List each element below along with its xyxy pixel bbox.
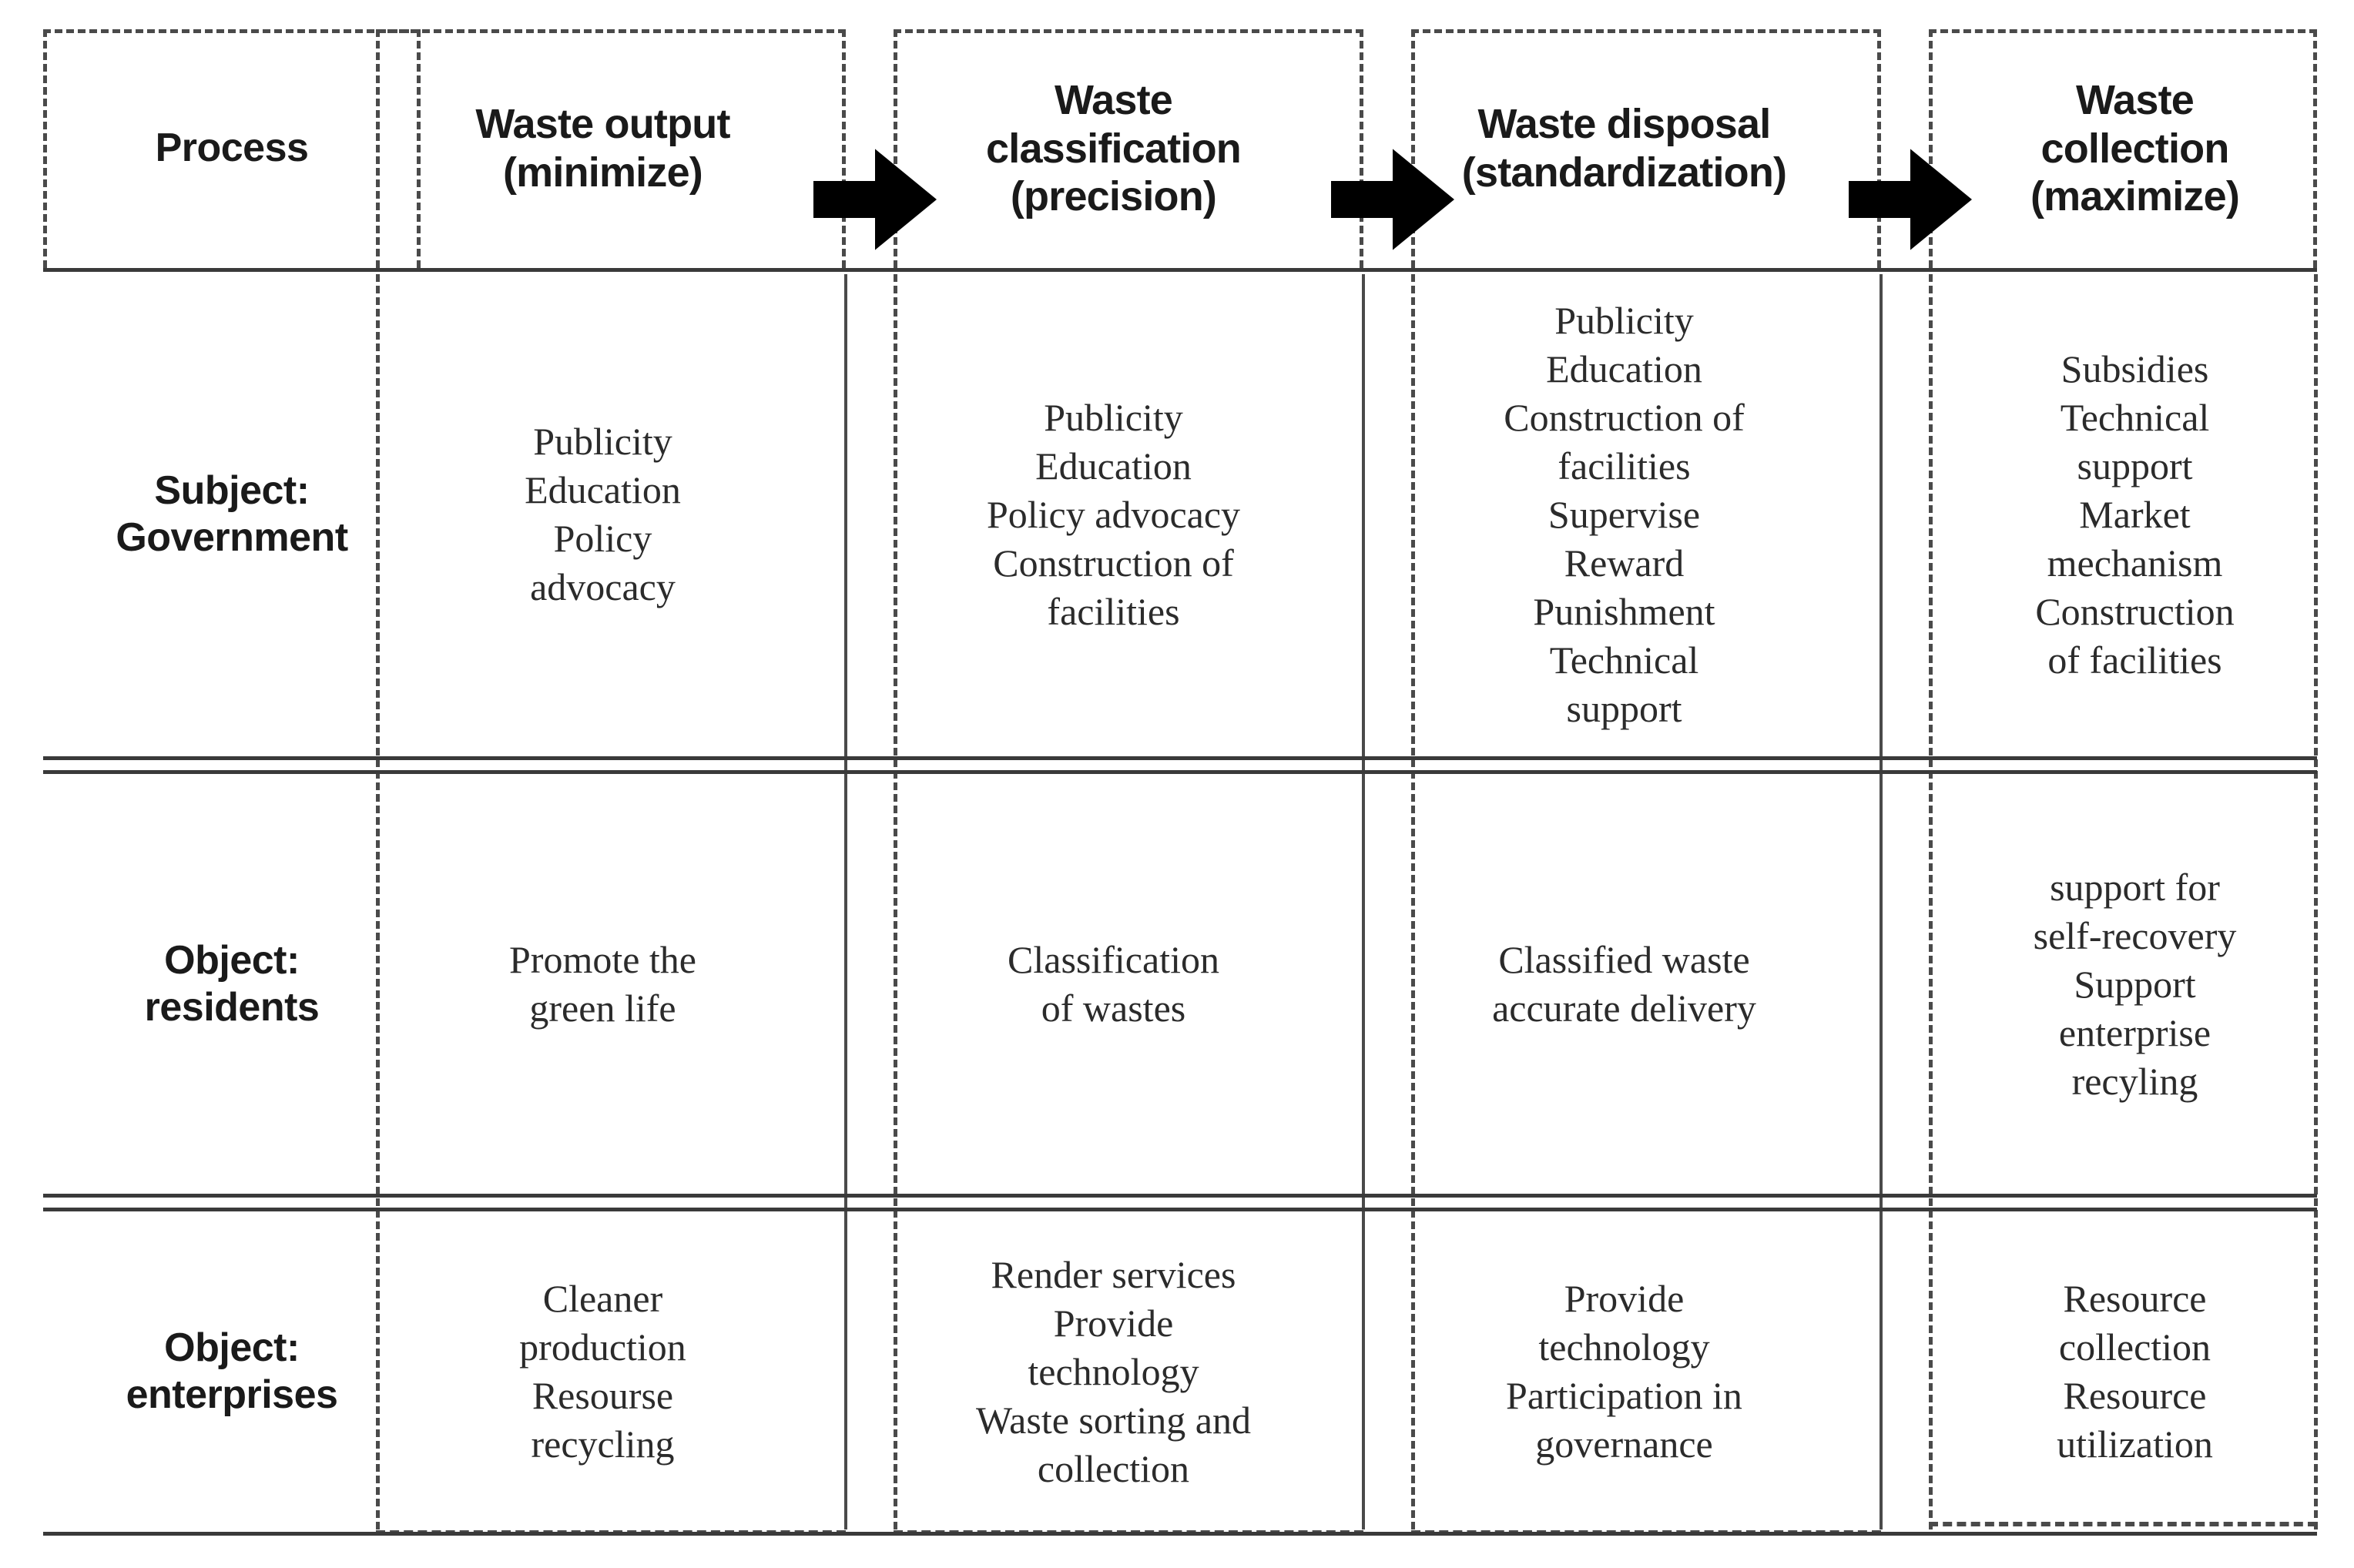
rule-above-enterprises: [43, 1208, 2317, 1211]
header-row: Process Waste output (minimize) Waste cl…: [43, 29, 2317, 268]
cell-text: Publicity Education Construction of faci…: [1504, 298, 1745, 730]
cell-text: Cleaner production Resourse recycling: [519, 1277, 686, 1466]
cell-enterprises-stage-1: Cleaner production Resourse recycling: [421, 1208, 785, 1536]
stage-title-4: Waste collection (maximize): [2030, 77, 2240, 220]
stage-title-3: Waste disposal (standardization): [1461, 101, 1787, 196]
cell-text: Publicity Education Policy advocacy Cons…: [986, 395, 1241, 633]
cell-text: Classified waste accurate delivery: [1492, 938, 1756, 1030]
header-cell-process: Process: [43, 29, 421, 268]
spacer: [785, 268, 931, 761]
arrow-slot-2: [1296, 29, 1442, 268]
row-label-text: Object: residents: [144, 937, 320, 1030]
cell-text: Provide technology Participation in gove…: [1506, 1277, 1742, 1466]
header-cell-stage-3: Waste disposal (standardization): [1442, 29, 1806, 268]
rule-below-header: [43, 268, 2317, 272]
rule-above-residents: [43, 770, 2317, 774]
cell-residents-stage-3: Classified waste accurate delivery: [1442, 761, 1806, 1208]
row-label-text: Subject: Government: [116, 467, 348, 560]
cell-text: Render services Provide technology Waste…: [975, 1252, 1251, 1490]
cell-government-stage-1: Publicity Education Policy advocacy: [421, 268, 785, 761]
cell-text: Publicity Education Policy advocacy: [525, 420, 681, 608]
row-label-enterprises: Object: enterprises: [43, 1208, 421, 1536]
spacer: [1296, 1208, 1442, 1536]
stage-title-1: Waste output (minimize): [475, 101, 730, 196]
cell-residents-stage-1: Promote the green life: [421, 761, 785, 1208]
cell-enterprises-stage-2: Render services Provide technology Waste…: [931, 1208, 1296, 1536]
cell-residents-stage-4: support for self-recovery Support enterp…: [1953, 761, 2317, 1208]
table-row-government: Subject: Government Publicity Education …: [43, 268, 2317, 761]
cell-text: Resource collection Resource utilization: [2057, 1277, 2213, 1466]
stage-title-2: Waste classification (precision): [986, 77, 1242, 220]
spacer: [785, 1208, 931, 1536]
cell-text: support for self-recovery Support enterp…: [2033, 865, 2237, 1103]
spacer: [1296, 268, 1442, 761]
rule-bottom: [43, 1532, 2317, 1536]
rule-below-residents: [43, 1194, 2317, 1198]
process-header-label: Process: [155, 126, 309, 171]
cell-text: Subsidies Technical support Market mecha…: [2035, 347, 2235, 682]
header-cell-stage-1: Waste output (minimize): [421, 29, 785, 268]
rule-below-government: [43, 756, 2317, 760]
row-label-residents: Object: residents: [43, 761, 421, 1208]
header-cell-stage-2: Waste classification (precision): [931, 29, 1296, 268]
table-row-enterprises: Object: enterprises Cleaner production R…: [43, 1208, 2317, 1536]
spacer: [1806, 268, 1953, 761]
spacer: [1806, 1208, 1953, 1536]
table-row-residents: Object: residents Promote the green life…: [43, 761, 2317, 1208]
cell-government-stage-4: Subsidies Technical support Market mecha…: [1953, 268, 2317, 761]
cell-residents-stage-2: Classification of wastes: [931, 761, 1296, 1208]
cell-government-stage-3: Publicity Education Construction of faci…: [1442, 268, 1806, 761]
cell-enterprises-stage-3: Provide technology Participation in gove…: [1442, 1208, 1806, 1536]
cell-text: Promote the green life: [508, 938, 697, 1030]
arrow-slot-3: [1806, 29, 1953, 268]
cell-enterprises-stage-4: Resource collection Resource utilization: [1953, 1208, 2317, 1536]
spacer: [785, 761, 931, 1208]
spacer: [1806, 761, 1953, 1208]
matrix-grid: Process Waste output (minimize) Waste cl…: [43, 29, 2318, 1536]
cell-text: Classification of wastes: [1008, 938, 1219, 1030]
cell-government-stage-2: Publicity Education Policy advocacy Cons…: [931, 268, 1296, 761]
row-label-text: Object: enterprises: [126, 1325, 338, 1417]
row-label-government: Subject: Government: [43, 268, 421, 761]
spacer: [1296, 761, 1442, 1208]
header-cell-stage-4: Waste collection (maximize): [1953, 29, 2317, 268]
arrow-slot-1: [785, 29, 931, 268]
